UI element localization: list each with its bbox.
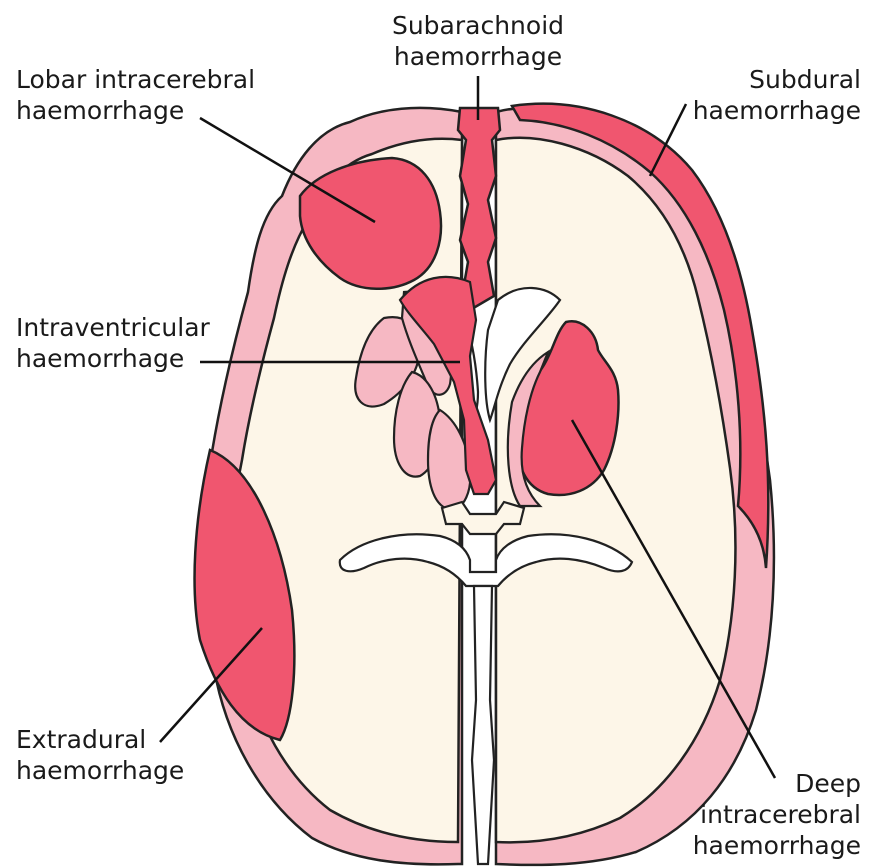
subdural-label-line1: Subdural <box>693 64 861 95</box>
deep-label-line3: haemorrhage <box>693 830 861 861</box>
intraventricular-label: Intraventricular haemorrhage <box>16 312 210 374</box>
deep-label: Deep intracerebral haemorrhage <box>693 768 861 861</box>
intraventricular-label-line1: Intraventricular <box>16 312 210 343</box>
subarachnoid-label: Subarachnoid haemorrhage <box>380 10 576 72</box>
subdural-label-line2: haemorrhage <box>693 95 861 126</box>
subarachnoid-label-line1: Subarachnoid <box>380 10 576 41</box>
extradural-label: Extradural haemorrhage <box>16 724 184 786</box>
intraventricular-label-line2: haemorrhage <box>16 343 210 374</box>
extradural-label-line1: Extradural <box>16 724 184 755</box>
extradural-label-line2: haemorrhage <box>16 755 184 786</box>
lower-midline-fissure <box>472 586 494 864</box>
deep-label-line2: intracerebral <box>693 799 861 830</box>
lobar-label-line2: haemorrhage <box>16 95 255 126</box>
deep-label-line1: Deep <box>693 768 861 799</box>
subdural-label: Subdural haemorrhage <box>693 64 861 126</box>
subarachnoid-label-line2: haemorrhage <box>380 41 576 72</box>
lobar-label-line1: Lobar intracerebral <box>16 64 255 95</box>
lobar-label: Lobar intracerebral haemorrhage <box>16 64 255 126</box>
